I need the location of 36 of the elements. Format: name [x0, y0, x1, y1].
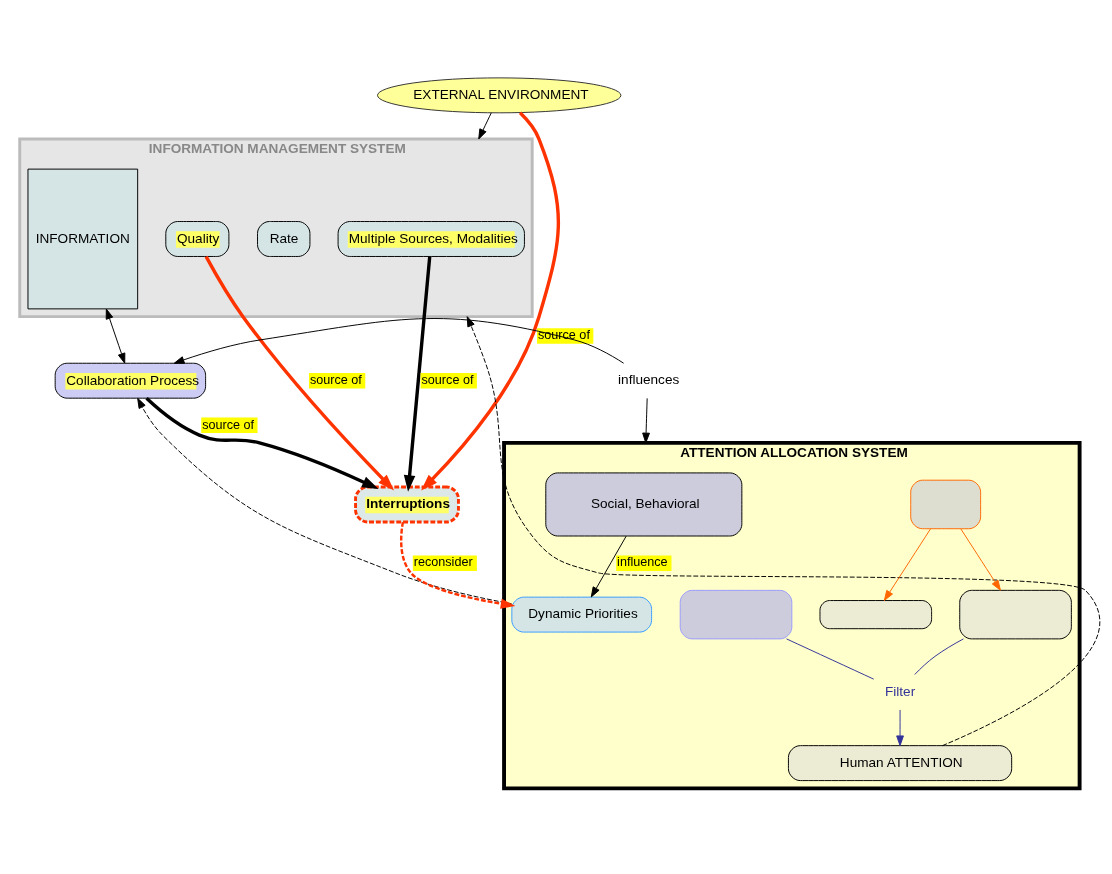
arrow	[590, 535, 627, 598]
arrow	[478, 112, 492, 140]
node-box: Dynamic Priorities	[511, 596, 653, 633]
arrow	[173, 318, 625, 364]
node-box: Human ATTENTION	[787, 745, 1013, 782]
edge-label: source of	[202, 417, 255, 432]
arrow	[466, 316, 1101, 747]
node-box: Rate	[257, 221, 311, 257]
arrow	[896, 709, 904, 747]
arrow	[137, 397, 513, 605]
arrow	[145, 397, 379, 490]
node-box: Multiple Sources, Modalities	[337, 221, 525, 257]
arrow	[642, 397, 650, 444]
connector	[914, 638, 964, 675]
arrow	[204, 255, 395, 491]
node-ellipse: EXTERNAL ENVIRONMENT	[377, 77, 622, 114]
node-box: Quality	[165, 221, 230, 257]
arrow	[403, 256, 432, 492]
arrow	[960, 528, 1001, 591]
arrow	[399, 521, 516, 609]
node-text: influences	[618, 372, 680, 388]
node-box	[679, 589, 793, 640]
connector	[786, 638, 875, 680]
node-box: Social, Behavioral	[545, 472, 743, 537]
node-box	[910, 479, 982, 530]
edge-label: reconsider	[413, 555, 473, 570]
node-text: Filter	[885, 683, 916, 699]
edge-label: source of	[421, 373, 474, 388]
edge-label: influence	[617, 555, 668, 570]
node-box: INFORMATION	[27, 168, 139, 310]
arrow	[105, 308, 126, 364]
arrow	[883, 528, 931, 601]
edge-label: source of	[309, 373, 362, 388]
node-box	[819, 600, 933, 630]
node-box: Interruptions	[354, 485, 460, 524]
node-box	[959, 589, 1072, 640]
